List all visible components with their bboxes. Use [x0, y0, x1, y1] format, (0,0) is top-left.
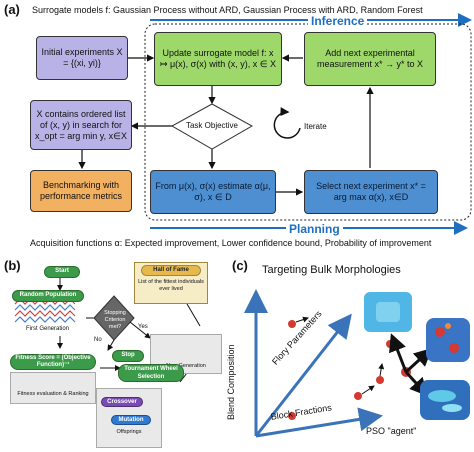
- panel-a-connectors: [78, 13, 472, 235]
- task-diamond: [170, 103, 254, 150]
- tournament-selection-pill: Tournament Wheel Selection: [118, 364, 184, 382]
- select-next-experiment-box: Select next experiment x* = arg max α(x)…: [304, 170, 438, 214]
- no-label: No: [94, 337, 102, 343]
- panel-a-letter: (a): [4, 2, 20, 17]
- ordered-list-box: X contains ordered list of (x, y) in sea…: [30, 100, 132, 150]
- stop-pill: Stop: [112, 350, 144, 362]
- inference-label: Inference: [308, 14, 368, 28]
- random-population-pill: Random Population: [12, 290, 84, 302]
- fitness-eval-box: Fitness evaluation & Ranking: [10, 372, 96, 404]
- flory-axis: [254, 313, 352, 437]
- pso-agent-label: PSO "agent": [366, 426, 417, 436]
- panel-b-letter: (b): [4, 258, 21, 273]
- initial-experiments-box: Initial experiments X = {(xi, yi)}: [36, 36, 128, 80]
- offsprings-label: Offsprings: [116, 429, 142, 435]
- hall-of-fame-box: Hall of Fame List of the fittest individ…: [134, 262, 208, 304]
- offsprings-box: Crossover Mutation Offsprings: [96, 388, 162, 448]
- stopping-criterion-label: Stopping Criterion met?: [104, 310, 126, 330]
- block-axis: [255, 407, 383, 438]
- hall-of-fame-pill: Hall of Fame: [141, 265, 201, 276]
- new-generation-label: New Generation: [166, 363, 206, 369]
- surrogate-caption: Surrogate models f: Gaussian Process wit…: [32, 5, 423, 15]
- iterate-label: Iterate: [304, 122, 327, 131]
- benchmarking-box: Benchmarking with performance metrics: [30, 170, 132, 212]
- morphology-images: [364, 292, 470, 420]
- iterate-icon: [273, 107, 301, 139]
- fitness-score-pill: Fitness Score = (Objective Function)⁻¹: [10, 354, 96, 370]
- panel-c-axes: [244, 289, 470, 438]
- mutation-pill: Mutation: [111, 415, 151, 425]
- estimate-acquisition-box: From μ(x), σ(x) estimate α(μ, σ), x ∈ D: [150, 170, 276, 214]
- planning-label: Planning: [286, 222, 343, 236]
- hall-of-fame-description: List of the fittest individuals ever liv…: [138, 279, 204, 292]
- acquisition-caption: Acquisition functions α: Expected improv…: [30, 238, 432, 248]
- panel-c-title: Targeting Bulk Morphologies: [262, 264, 401, 276]
- yes-label: Yes: [138, 324, 148, 330]
- first-generation-label: First Generation: [26, 326, 70, 332]
- add-next-measurement-box: Add next experimental measurement x* → y…: [304, 32, 436, 86]
- task-objective-label: Task Objective: [185, 121, 239, 130]
- start-pill: Start: [44, 266, 80, 278]
- update-surrogate-box: Update surrogate model f: x ↦ μ(x), σ(x)…: [154, 32, 282, 86]
- fitness-eval-label: Fitness evaluation & Ranking: [17, 391, 89, 397]
- blend-composition-label: Blend Composition: [226, 344, 236, 420]
- panel-c-letter: (c): [232, 258, 248, 273]
- crossover-pill: Crossover: [101, 397, 143, 407]
